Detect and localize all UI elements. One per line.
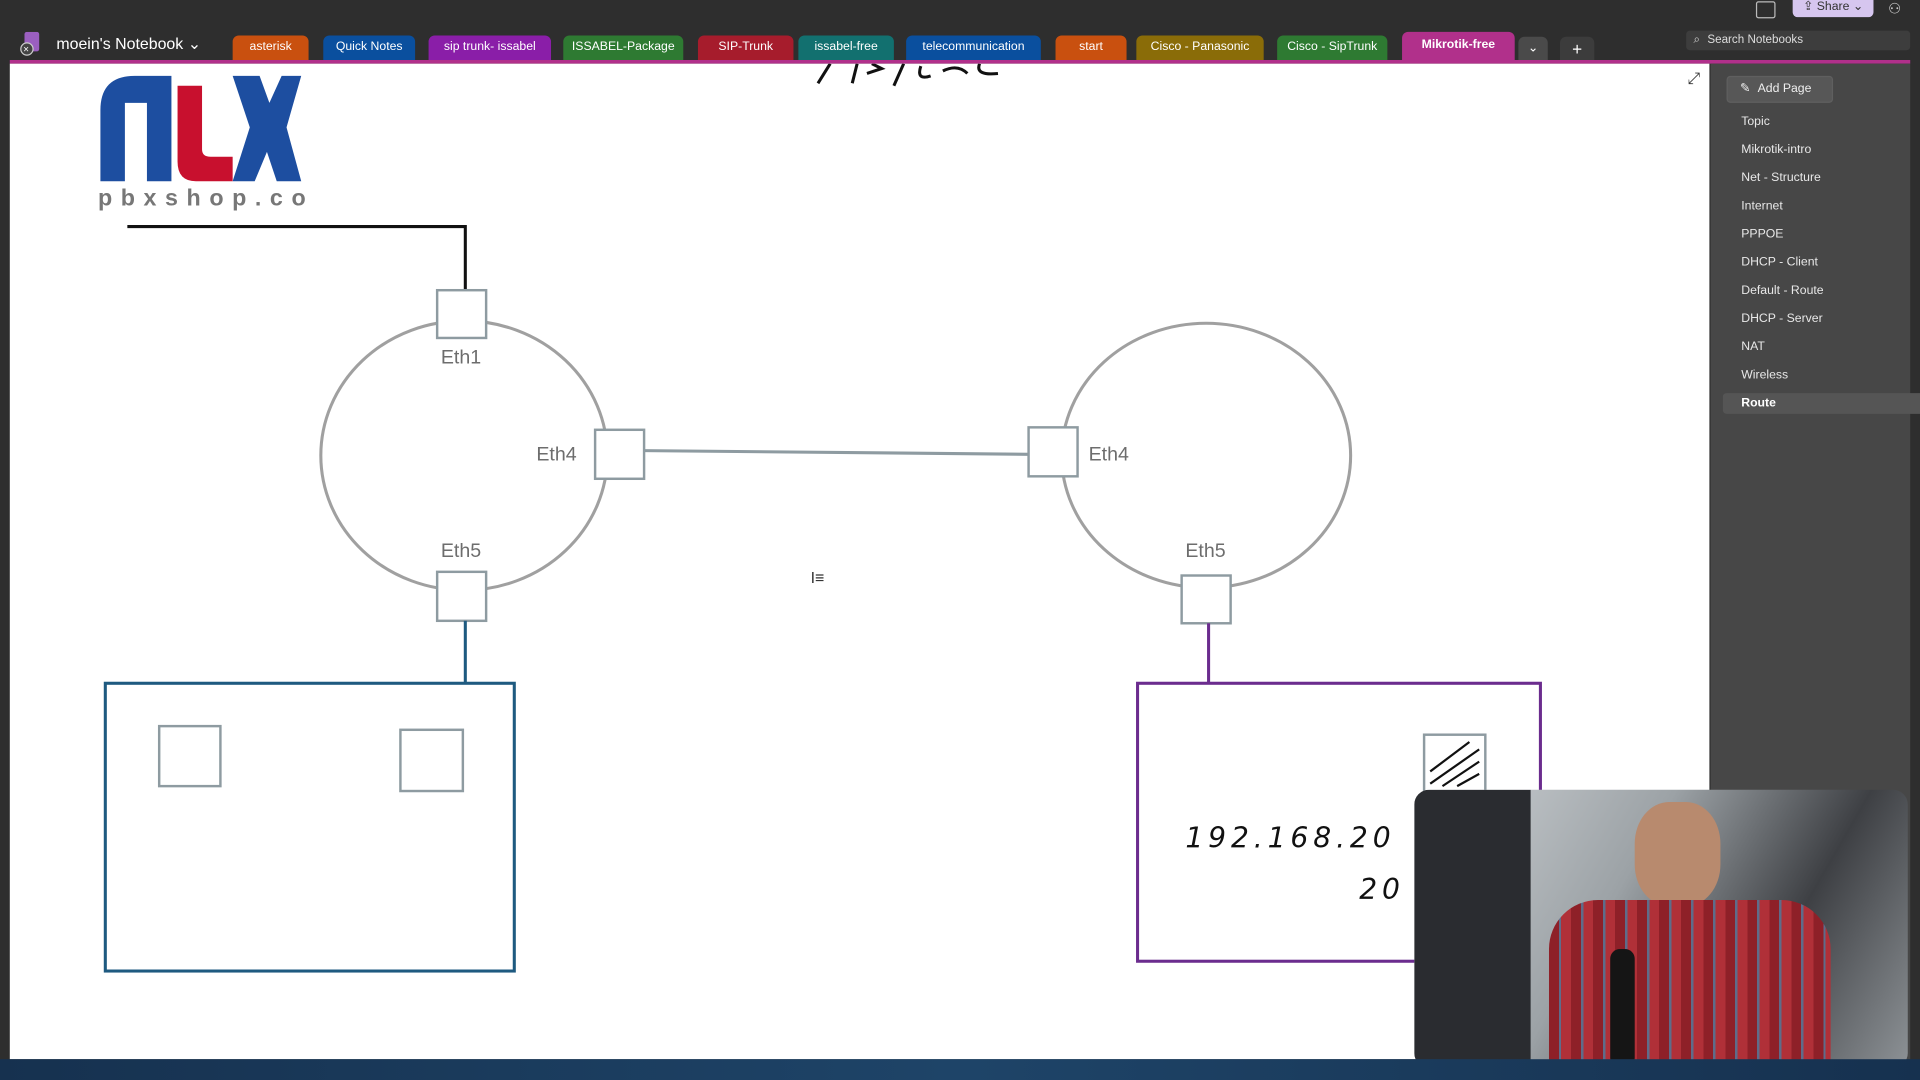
tab-quick-notes[interactable]: Quick Notes — [323, 35, 416, 61]
port-eth4-right — [1027, 426, 1079, 478]
add-page-icon: ✎ — [1740, 82, 1751, 96]
tab-mikrotik-free[interactable]: Mikrotik-free — [1402, 31, 1515, 63]
label-eth1: Eth1 — [440, 347, 482, 369]
tab-telecommunication[interactable]: telecommunication — [906, 35, 1041, 61]
tab-issabel-free[interactable]: issabel-free — [798, 35, 894, 61]
page-item-topic[interactable]: Topic — [1741, 115, 1770, 129]
lan-left — [103, 681, 516, 973]
account-icon[interactable]: ⚇ — [1888, 0, 1902, 18]
port-eth5-left — [435, 570, 488, 623]
notebook-icon[interactable]: × — [20, 31, 42, 56]
ip-ink-line1: 192.168.20 — [1185, 822, 1396, 855]
active-tab-underline — [9, 60, 1911, 64]
tab-start[interactable]: start — [1055, 35, 1127, 61]
tab-cisco-panasonic[interactable]: Cisco - Panasonic — [1136, 35, 1264, 61]
diagram — [100, 63, 1542, 973]
page-item-wireless[interactable]: Wireless — [1741, 368, 1789, 383]
uplink-line — [127, 225, 467, 301]
port-eth1-left — [435, 288, 488, 340]
logo-text: pbxshop.co — [97, 186, 315, 212]
label-eth5-left: Eth5 — [440, 541, 482, 563]
page-item-mikrotik-intro[interactable]: Mikrotik-intro — [1741, 143, 1812, 157]
page-item-net-structure[interactable]: Net - Structure — [1741, 171, 1821, 185]
tab-cisco-siptrunk[interactable]: Cisco - SipTrunk — [1277, 35, 1388, 61]
webcam-overlay — [1414, 789, 1908, 1068]
page-item-internet[interactable]: Internet — [1741, 199, 1783, 214]
taskbar — [0, 1059, 1920, 1080]
page-item-default-route[interactable]: Default - Route — [1741, 284, 1824, 298]
search-icon: ⌕ — [1693, 33, 1701, 47]
notebook-name: moein's Notebook — [56, 34, 184, 53]
page-item-nat[interactable]: NAT — [1741, 340, 1765, 354]
add-page-label: Add Page — [1757, 82, 1812, 96]
eth4-link — [644, 449, 1029, 456]
page-item-route[interactable]: Route — [1722, 393, 1920, 414]
svg-text:×: × — [23, 45, 29, 56]
page-item-pppoe[interactable]: PPPOE — [1741, 227, 1784, 242]
ink-heading — [816, 63, 999, 87]
page-item-dhcp-server[interactable]: DHCP - Server — [1741, 312, 1823, 326]
port-eth4-left — [593, 428, 646, 481]
search-placeholder: Search Notebooks — [1707, 33, 1804, 47]
tab-asterisk[interactable]: asterisk — [232, 35, 309, 61]
pbxshop-logo — [100, 75, 302, 182]
expand-icon[interactable]: ⤢ — [1687, 68, 1701, 87]
notebook-selector[interactable]: moein's Notebook ⌄ — [56, 34, 201, 54]
add-page-button[interactable]: ✎ Add Page — [1726, 75, 1834, 103]
more-tabs-button[interactable]: ⌄ — [1518, 36, 1548, 62]
chevron-down-icon: ⌄ — [187, 34, 202, 53]
share-label: Share — [1816, 0, 1850, 14]
share-button[interactable]: ⇪ Share ⌄ — [1792, 0, 1874, 18]
port-eth5-right — [1180, 574, 1232, 625]
label-eth5-right: Eth5 — [1185, 541, 1226, 563]
label-eth4-left: Eth4 — [536, 444, 577, 466]
page-item-dhcp-client[interactable]: DHCP - Client — [1741, 255, 1818, 270]
ip-ink-line2: 20 — [1359, 874, 1405, 907]
lan-device — [399, 728, 465, 793]
add-section-button[interactable]: + — [1560, 36, 1595, 62]
text-cursor-icon: I≡ — [810, 568, 825, 587]
tab-sip-trunk[interactable]: SIP-Trunk — [697, 35, 794, 61]
lan-device — [157, 724, 222, 788]
label-eth4-right: Eth4 — [1088, 444, 1129, 466]
tab-sip-trunk-issabel[interactable]: sip trunk- issabel — [428, 35, 552, 61]
sticky-note-icon[interactable] — [1755, 1, 1776, 19]
search-box[interactable]: ⌕ Search Notebooks — [1686, 30, 1911, 51]
tab-issabel-package[interactable]: ISSABEL-Package — [563, 35, 684, 61]
